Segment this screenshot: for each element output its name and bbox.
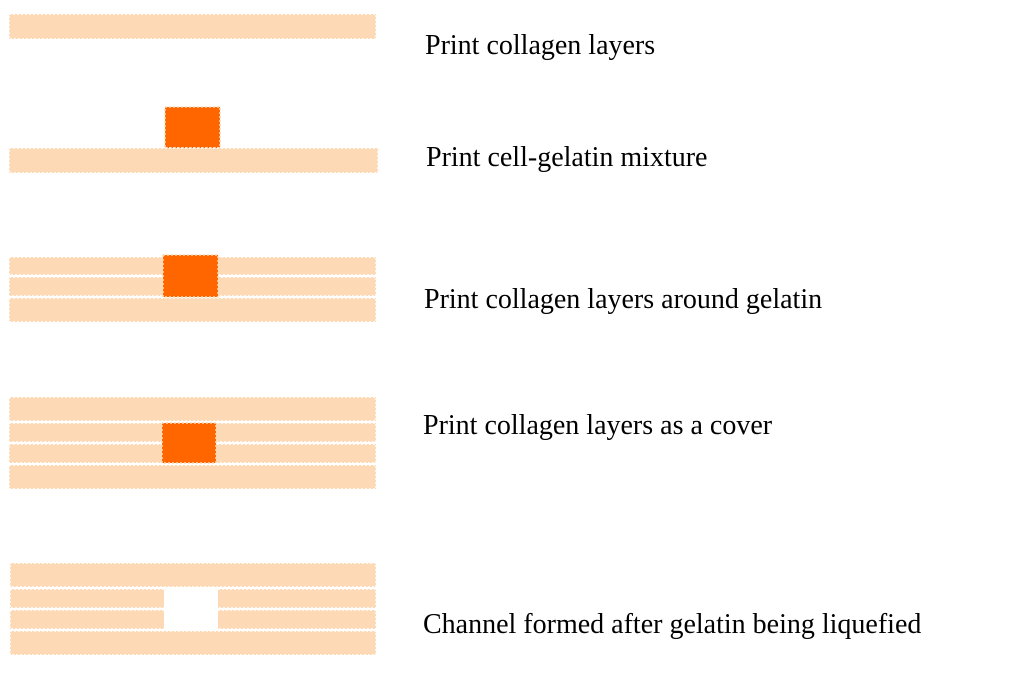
gelatin-block: [161, 422, 217, 464]
collagen-layer: [8, 396, 377, 422]
step-2-label: Print cell-gelatin mixture: [426, 142, 708, 173]
collagen-layer: [8, 464, 377, 490]
step-4-label: Print collagen layers as a cover: [423, 410, 773, 441]
collagen-layer: [8, 13, 377, 40]
step-1-illustration: [8, 13, 377, 40]
collagen-layer: [9, 630, 377, 656]
step-3-illustration: [8, 254, 377, 323]
gelatin-block: [162, 254, 219, 298]
step-2-illustration: [8, 106, 379, 174]
step-4-illustration: [8, 396, 377, 490]
channel-void: [164, 589, 218, 630]
step-3-label: Print collagen layers around gelatin: [424, 284, 823, 315]
collagen-layer: [9, 562, 377, 588]
collagen-layer: [8, 297, 377, 323]
gelatin-block: [164, 106, 221, 149]
step-1-label: Print collagen layers: [425, 30, 656, 61]
collagen-layer: [8, 147, 379, 174]
step-5-label: Channel formed after gelatin being lique…: [423, 609, 922, 640]
step-5-illustration: [9, 562, 377, 656]
